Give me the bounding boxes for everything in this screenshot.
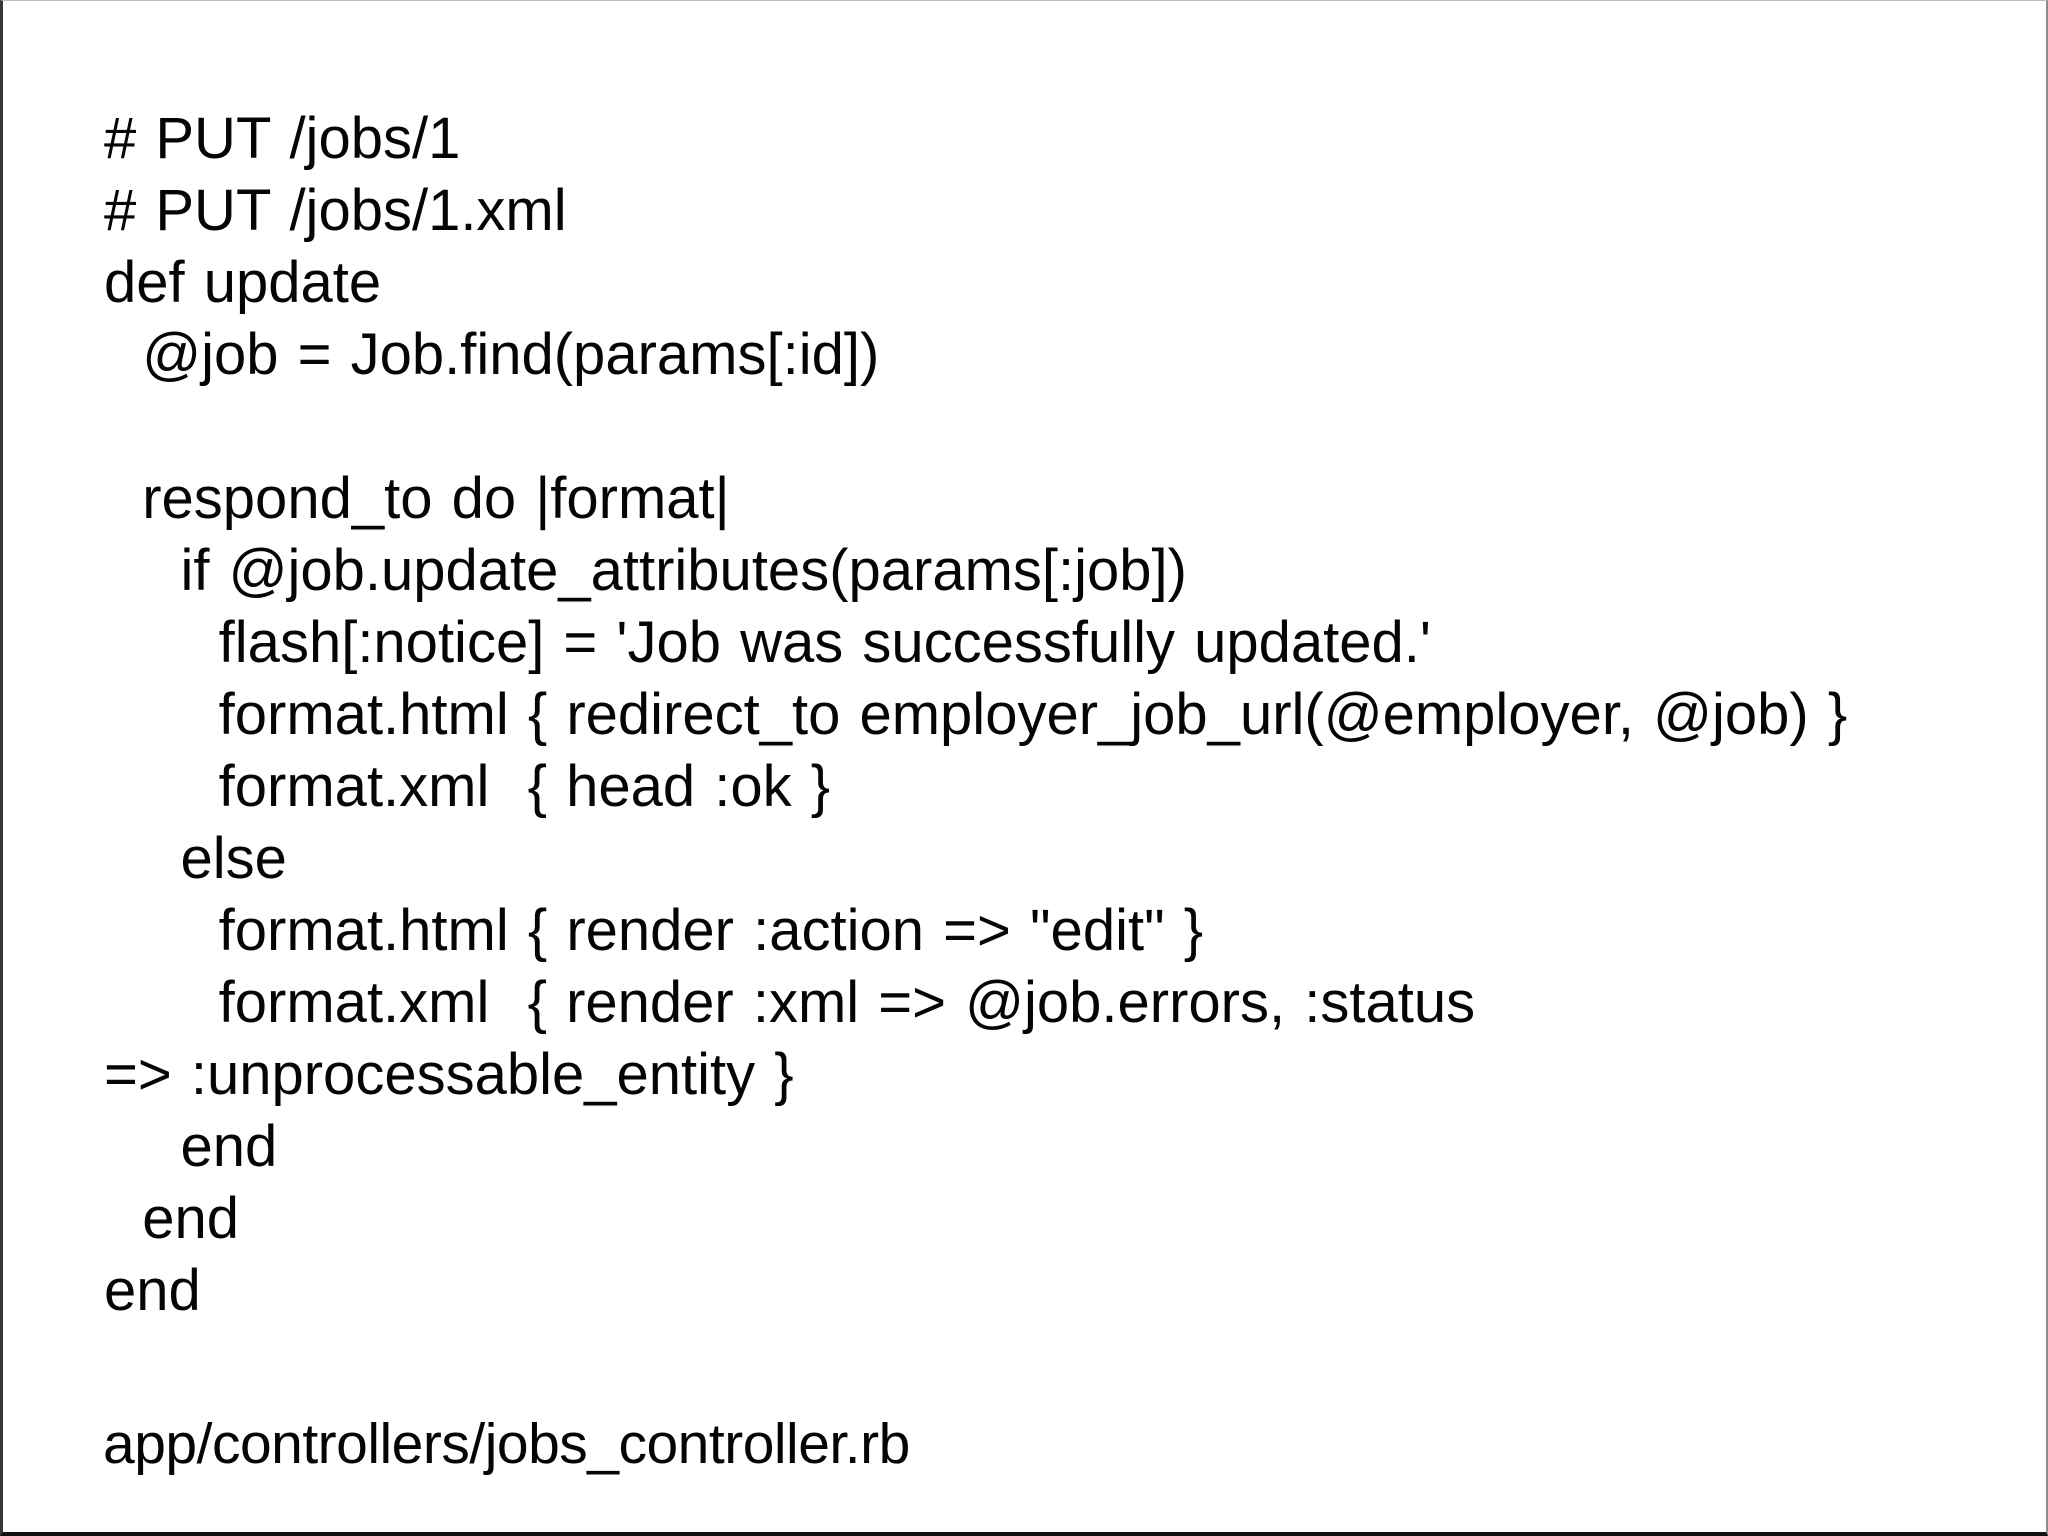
code-line: @job = Job.find(params[:id]) [104,322,880,387]
code-line: format.html { render :action => "edit" } [104,898,1204,963]
code-line: => :unprocessable_entity } [104,1042,794,1107]
code-line [104,391,1847,463]
code-line: end [104,1258,201,1323]
code-line: format.xml { head :ok } [104,754,831,819]
code-line: flash[:notice] = 'Job was successfully u… [104,610,1431,675]
code-line: end [104,1114,278,1179]
code-line: def update [104,250,382,315]
code-block: # PUT /jobs/1 # PUT /jobs/1.xml def update… [104,103,1847,1327]
code-line: format.xml { render :xml => @job.errors,… [104,970,1476,1035]
file-path-caption: app/controllers/jobs_controller.rb [103,1412,910,1476]
code-line: respond_to do |format| [104,466,730,531]
code-line: # PUT /jobs/1.xml [104,178,567,243]
code-line: # PUT /jobs/1 [104,106,461,171]
code-line: format.html { redirect_to employer_job_u… [104,682,1848,747]
code-line: if @job.update_attributes(params[:job]) [104,538,1187,603]
code-line: else [104,826,287,891]
code-line: end [104,1186,239,1251]
